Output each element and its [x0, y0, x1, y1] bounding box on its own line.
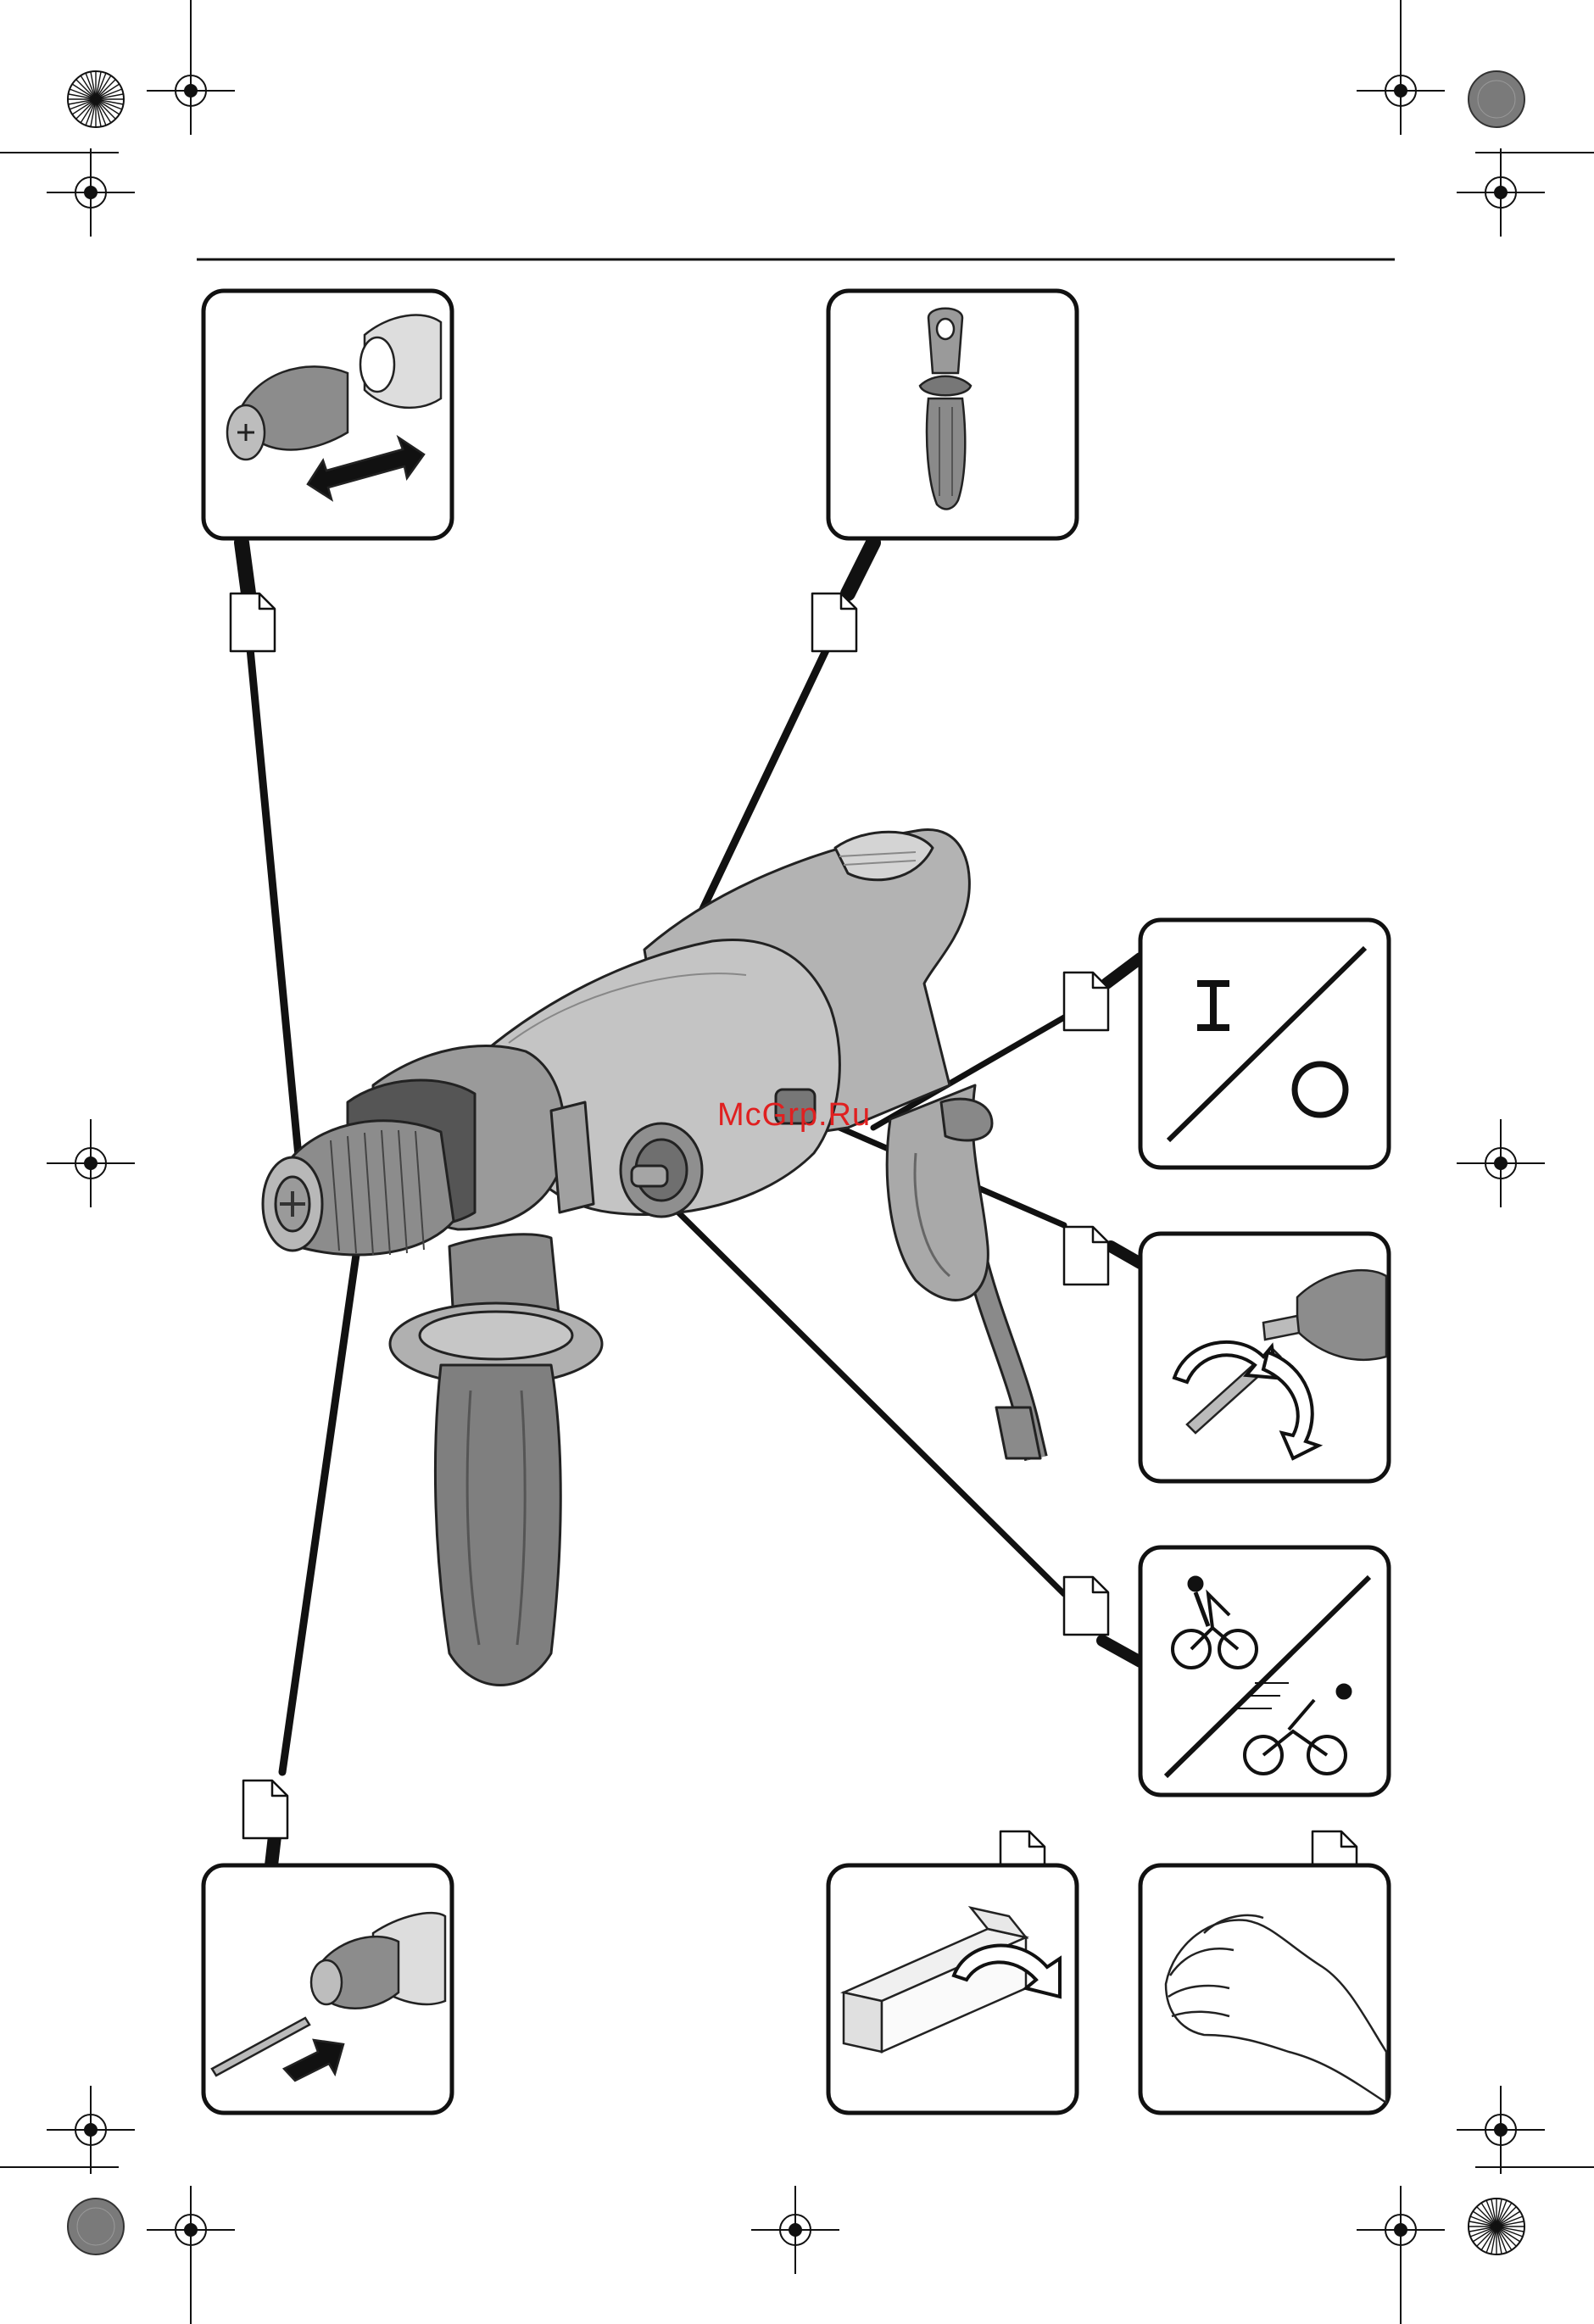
panel-insert-bit: [203, 1865, 452, 2113]
panel-depth-stop-handle: [828, 291, 1077, 538]
panel-open-box: [828, 1865, 1077, 2113]
panel-hand-vibration: [1140, 1865, 1389, 2113]
panel-chuck-remove: [203, 291, 452, 538]
drill-illustration: [263, 829, 1040, 1685]
panel-on-off: [1140, 920, 1389, 1168]
panel-speed-selection: [1140, 1547, 1389, 1795]
panel-rotation-direction: [1140, 1234, 1389, 1481]
watermark-text: McGrp.Ru: [717, 1097, 871, 1134]
